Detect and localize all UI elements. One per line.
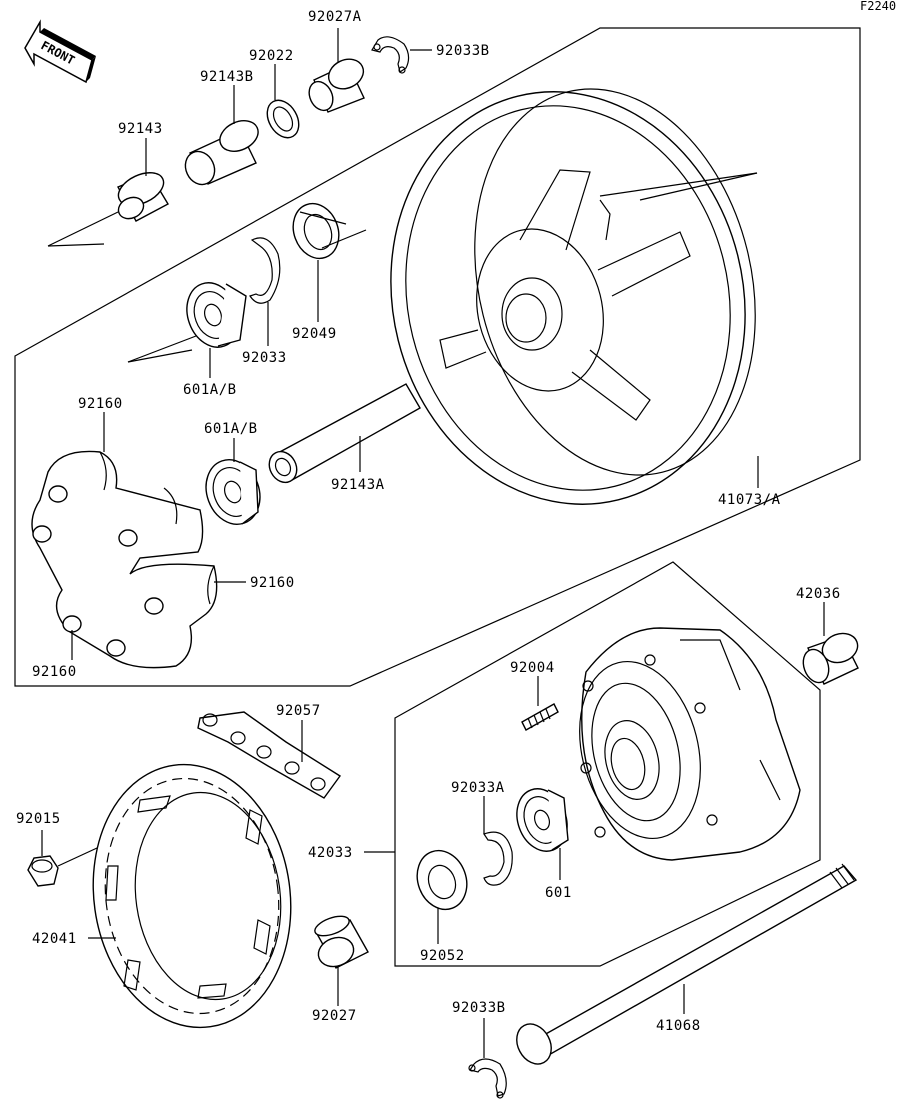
- circlip-92033[interactable]: [249, 237, 281, 304]
- callout-92033B-bottom: 92033B: [452, 1000, 506, 1016]
- wheel-rim-41073A[interactable]: [348, 54, 794, 542]
- collar-42036[interactable]: [799, 629, 862, 686]
- oil-seal-92052[interactable]: [409, 844, 475, 917]
- wheel-assembly-outline: [14, 27, 861, 687]
- circlip-92033A[interactable]: [483, 831, 513, 886]
- callout-92143A: 92143A: [331, 477, 385, 493]
- callout-92160-top: 92160: [78, 396, 123, 412]
- callout-42033: 42033: [308, 845, 353, 861]
- callout-92143B: 92143B: [200, 69, 254, 85]
- callout-92033A: 92033A: [451, 780, 505, 796]
- washer-92022[interactable]: [261, 95, 305, 144]
- callout-92033B-top: 92033B: [436, 43, 490, 59]
- rubber-damper-92160[interactable]: [31, 450, 218, 669]
- spacer-tube-92143A[interactable]: [264, 383, 421, 487]
- callout-92143: 92143: [118, 121, 163, 137]
- callout-41073A: 41073/A: [718, 492, 781, 508]
- callout-92027A: 92027A: [308, 9, 362, 25]
- bearing-601AB-top[interactable]: [127, 275, 248, 363]
- callout-92033: 92033: [242, 350, 287, 366]
- circlip-92033B-bottom[interactable]: [468, 1058, 507, 1099]
- callout-92027: 92027: [312, 1008, 357, 1024]
- axle-41068[interactable]: [510, 863, 858, 1070]
- callout-42036: 42036: [796, 586, 841, 602]
- callout-41068: 41068: [656, 1018, 701, 1034]
- rear-sprocket-42041[interactable]: [77, 752, 308, 1041]
- callout-92022: 92022: [249, 48, 294, 64]
- callout-92004: 92004: [510, 660, 555, 676]
- collar-92143[interactable]: [47, 166, 169, 247]
- bearing-601AB-mid[interactable]: [197, 452, 268, 532]
- sprocket-coupling-42033[interactable]: [562, 627, 801, 861]
- collar-92143B[interactable]: [180, 115, 263, 189]
- callout-92160-mid: 92160: [250, 575, 295, 591]
- callout-92052: 92052: [420, 948, 465, 964]
- diagram-code: F2240: [860, 0, 896, 13]
- collar-92027[interactable]: [312, 912, 369, 971]
- callout-601: 601: [545, 885, 572, 901]
- leader-lines: [41, 28, 825, 1058]
- bearing-601[interactable]: [509, 782, 576, 859]
- front-direction-arrow: FRONT: [24, 19, 96, 84]
- callout-601AB-top: 601A/B: [183, 382, 237, 398]
- stud-92004[interactable]: [521, 703, 559, 731]
- callout-42041: 42041: [32, 931, 77, 947]
- callout-601AB-mid: 601A/B: [204, 421, 258, 437]
- drive-chain-92057[interactable]: [197, 711, 342, 799]
- collar-92027A[interactable]: [305, 54, 369, 115]
- oil-seal-92049[interactable]: [286, 197, 367, 265]
- callout-92015: 92015: [16, 811, 61, 827]
- circlip-92033B-top[interactable]: [371, 36, 410, 74]
- hub-assembly-outline: [394, 561, 821, 967]
- callout-92049: 92049: [292, 326, 337, 342]
- callout-92160-bottom: 92160: [32, 664, 77, 680]
- callout-92057: 92057: [276, 703, 321, 719]
- nut-92015[interactable]: [27, 841, 111, 887]
